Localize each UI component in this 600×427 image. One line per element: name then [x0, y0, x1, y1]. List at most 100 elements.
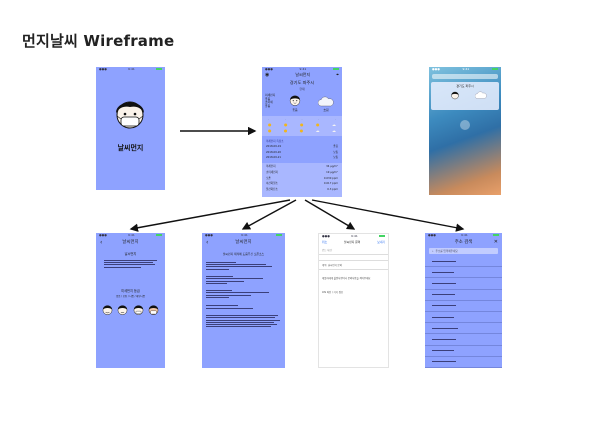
- list-item[interactable]: [425, 323, 502, 335]
- list-item[interactable]: [425, 357, 502, 368]
- search-placeholder: 주소를 입력해주세요: [435, 250, 458, 253]
- cancel-button[interactable]: 취소: [322, 240, 328, 244]
- sun-icon: ●: [316, 122, 320, 127]
- hour-label: ·: [301, 118, 303, 121]
- info-paragraph: [104, 260, 157, 268]
- list-item[interactable]: [425, 334, 502, 346]
- widget-card: 경기도 파주시: [431, 82, 499, 110]
- search-icon: ⌕: [432, 249, 434, 253]
- license-text: [206, 262, 281, 327]
- search-screen: ●●●9:41 주소 검색 ✕ ⌕ 주소를 입력해주세요: [425, 233, 502, 368]
- face-good-icon: [102, 304, 113, 315]
- now-label: 현재: [299, 87, 305, 91]
- page-title: 먼지날씨 Wireframe: [22, 32, 175, 50]
- status-bar: ●●●9:41: [429, 67, 501, 71]
- condition-right: 흐림: [323, 108, 329, 112]
- edit-widget-button[interactable]: [460, 120, 470, 130]
- stat-line: 좋음: [265, 96, 271, 101]
- subject-field[interactable]: 제목: 날씨먼지 문의: [319, 261, 388, 270]
- list-item[interactable]: [425, 290, 502, 301]
- status-bar: ●●●9:41: [319, 234, 388, 238]
- sun-icon: ●: [284, 122, 288, 127]
- face-icon: [289, 95, 301, 106]
- license-header: 날씨먼지: [235, 240, 252, 245]
- face-very-bad-icon: [148, 304, 159, 315]
- info-subtitle: 날씨먼지: [124, 252, 137, 256]
- info-screen: ●●●9:41 ‹ 날씨먼지 날씨먼지 미세먼지 등급 좋음 / 보통 / 나쁨…: [96, 233, 165, 368]
- status-bar: ●●●9:41: [202, 233, 285, 237]
- cloud-small-icon: ☁: [315, 128, 320, 133]
- cloud-icon: [318, 96, 334, 107]
- arrow-main-to-mail: [304, 199, 356, 230]
- status-bar: ●●●9:41: [96, 67, 165, 71]
- face-normal-icon: [118, 304, 128, 315]
- list-item[interactable]: [425, 267, 502, 279]
- license-screen: ●●●9:41 ‹ 날씨먼지 날씨먼지 제작에 도움주신 오픈소스: [202, 233, 285, 368]
- mail-footer: iOS 버전 / 기기 정보: [322, 291, 344, 294]
- arrow-main-to-license: [241, 199, 297, 230]
- status-bar: ●●●9:41: [425, 233, 502, 237]
- arrow-main-to-search: [311, 199, 465, 232]
- splash-screen: ●●●9:41 날씨먼지: [96, 67, 165, 190]
- sun-icon: ●: [283, 128, 288, 133]
- sun-icon: ●: [268, 128, 272, 133]
- info-section-title: 미세먼지 등급: [121, 288, 140, 293]
- forecast-header: 미세먼지 측정소: [266, 140, 284, 143]
- back-button[interactable]: ‹: [100, 238, 103, 246]
- hourly-panel: ····· ● ● ● ● ☁ ● ● ● ☁ ☁: [262, 116, 342, 136]
- menu-icon[interactable]: ◉: [265, 72, 270, 78]
- stat-line: 좋음: [265, 103, 271, 108]
- main-screen: ●●●9:41 ◉ 날씨먼지 ⌖ 경기도 파주시 현재 미세먼지 좋음 초미세 …: [262, 67, 342, 197]
- close-icon[interactable]: ✕: [493, 239, 498, 245]
- cloud-icon: [475, 91, 487, 99]
- face-bad-icon: [133, 304, 143, 315]
- hour-label: ·: [335, 118, 336, 121]
- condition-left: 좋음: [292, 108, 298, 112]
- status-bar: ●●●9:41: [262, 67, 342, 71]
- mail-body[interactable]: 개발자에게 불편사항이나 문의사항을 적어주세요: [322, 277, 371, 280]
- info-grades: 좋음 / 보통 / 나쁨 / 매우나쁨: [116, 294, 145, 298]
- widget-screen: ●●●9:41 경기도 파주시: [429, 67, 501, 195]
- to-field[interactable]: 받는 사람:: [319, 246, 388, 255]
- mail-title: 날씨먼지 문의: [344, 240, 361, 244]
- grade-faces: [96, 298, 165, 316]
- cloud-small-icon: ☁: [332, 122, 336, 127]
- hour-label: ·: [268, 118, 269, 121]
- list-item[interactable]: [425, 301, 502, 312]
- arrow-main-to-info: [129, 199, 291, 232]
- list-item[interactable]: [425, 278, 502, 290]
- splash-app-name: 날씨먼지: [117, 144, 144, 152]
- list-item[interactable]: [425, 312, 502, 324]
- mail-screen: ●●●9:41 취소 날씨먼지 문의 보내기 받는 사람: 제목: 날씨먼지 문…: [318, 233, 389, 368]
- list-item[interactable]: [425, 346, 502, 357]
- sun-icon: ●: [299, 128, 304, 133]
- sun-icon: ●: [300, 122, 304, 127]
- hour-label: ·: [318, 118, 320, 121]
- location-label: 경기도 파주시: [289, 80, 315, 85]
- stat-line: 초미세: [265, 100, 273, 105]
- location-pin-icon[interactable]: ⌖: [336, 72, 339, 78]
- stat-line: 미세먼지: [265, 93, 276, 97]
- license-subtitle: 날씨먼지 제작에 도움주신 오픈소스: [222, 252, 265, 256]
- face-icon: [451, 91, 459, 100]
- hour-label: ·: [284, 118, 286, 121]
- search-input[interactable]: ⌕ 주소를 입력해주세요: [429, 248, 498, 254]
- info-header: 날씨먼지: [122, 240, 139, 245]
- cc-field[interactable]: [319, 255, 388, 261]
- list-item[interactable]: [425, 256, 502, 268]
- status-bar: ●●●9:41: [96, 233, 165, 237]
- widget-search-bar[interactable]: [432, 74, 498, 79]
- sun-icon: ●: [268, 122, 272, 127]
- send-button[interactable]: 보내기: [377, 240, 385, 244]
- address-list: [425, 256, 502, 368]
- widget-location: 경기도 파주시: [456, 84, 474, 88]
- back-button[interactable]: ‹: [206, 238, 209, 246]
